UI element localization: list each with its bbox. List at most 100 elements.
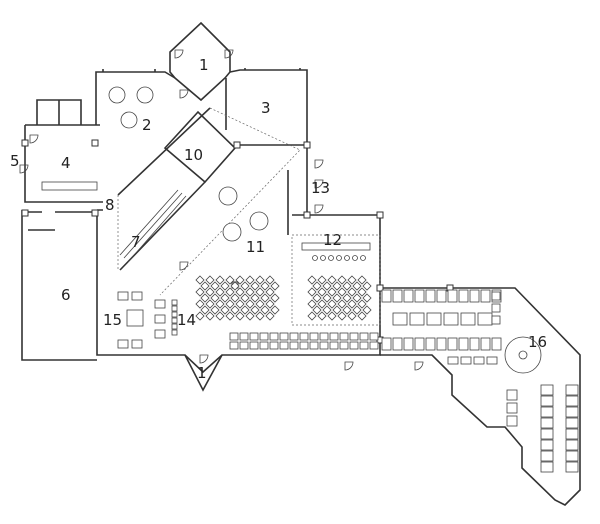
- chair: [491, 315, 501, 325]
- diamond-table: [195, 299, 205, 309]
- diamond-table: [195, 287, 205, 297]
- table-pair: [540, 417, 554, 429]
- diamond-table: [352, 293, 362, 303]
- door-swing: [174, 49, 184, 59]
- chair: [249, 332, 259, 341]
- chair: [491, 291, 501, 301]
- diamond-table: [270, 293, 280, 303]
- booth-seat: [414, 289, 425, 303]
- booth-seat: [469, 337, 480, 351]
- column: [91, 139, 99, 147]
- stool: [171, 323, 178, 330]
- lounge-chair: [154, 299, 166, 309]
- diamond-table: [260, 281, 270, 291]
- diamond-table: [270, 281, 280, 291]
- door-swing: [414, 361, 424, 371]
- table-pair: [426, 312, 442, 326]
- booth-seat: [458, 337, 469, 351]
- door-swing: [314, 179, 324, 189]
- diamond-table: [195, 275, 205, 285]
- column: [91, 209, 99, 217]
- room-label-2: 2: [142, 116, 152, 134]
- diamond-table: [342, 293, 352, 303]
- diamond-table: [220, 281, 230, 291]
- diamond-table: [215, 287, 225, 297]
- diamond-table: [342, 281, 352, 291]
- diamond-table: [322, 305, 332, 315]
- diamond-table: [200, 293, 210, 303]
- booth-seat: [392, 289, 403, 303]
- room-label-14: 14: [177, 311, 196, 329]
- chair: [329, 341, 339, 350]
- chair: [319, 332, 329, 341]
- diamond-table: [205, 311, 215, 321]
- round-table: [136, 86, 154, 104]
- chair: [279, 341, 289, 350]
- diamond-table: [307, 275, 317, 285]
- diamond-table: [240, 293, 250, 303]
- diamond-table: [347, 287, 357, 297]
- room-12-area: [291, 234, 381, 326]
- diamond-table: [312, 305, 322, 315]
- diamond-table: [195, 311, 205, 321]
- table-pair: [540, 395, 554, 407]
- door-swing: [29, 134, 39, 144]
- chair: [269, 332, 279, 341]
- stool: [171, 299, 178, 306]
- booth-seat: [447, 337, 458, 351]
- diamond-table: [265, 311, 275, 321]
- table-pair: [540, 384, 554, 396]
- booth-seat: [403, 337, 414, 351]
- bar-stool: [360, 255, 366, 261]
- diamond-table: [312, 293, 322, 303]
- diamond-table: [245, 311, 255, 321]
- room-labels: 1 2 3 4 5 6 7 8 10 11 12 13 14 15 16 1: [10, 56, 547, 382]
- diamond-table: [265, 275, 275, 285]
- room-label-7: 7: [131, 233, 141, 251]
- table-pair: [540, 450, 554, 462]
- room-label-16: 16: [528, 333, 547, 351]
- chair: [309, 341, 319, 350]
- diamond-table: [312, 281, 322, 291]
- east-wing-walls: [380, 287, 581, 506]
- lounge-chair: [117, 291, 129, 301]
- diamond-table: [235, 311, 245, 321]
- diamond-table: [347, 311, 357, 321]
- lounge-table: [126, 309, 144, 327]
- booth-seat: [425, 289, 436, 303]
- column: [21, 139, 29, 147]
- diamond-table: [332, 293, 342, 303]
- lounge-chair: [154, 314, 166, 324]
- bar-stool: [320, 255, 326, 261]
- diamond-table: [255, 287, 265, 297]
- diamond-table: [205, 287, 215, 297]
- chair: [229, 341, 239, 350]
- chair: [349, 332, 359, 341]
- booth-seat: [447, 289, 458, 303]
- round-tables: [108, 86, 542, 374]
- diamond-table: [307, 311, 317, 321]
- column: [376, 211, 384, 219]
- bar-stool: [344, 255, 350, 261]
- room-label-5: 5: [10, 152, 20, 170]
- diamond-table: [362, 305, 372, 315]
- diamond-table: [215, 311, 225, 321]
- column: [303, 141, 311, 149]
- table-pair: [540, 439, 554, 451]
- chair: [259, 341, 269, 350]
- round-table: [108, 86, 126, 104]
- diamond-table: [215, 299, 225, 309]
- table-pair: [409, 312, 425, 326]
- diamond-table: [230, 293, 240, 303]
- table-pair: [540, 428, 554, 440]
- diamond-table: [235, 299, 245, 309]
- room-label-8: 8: [105, 196, 115, 214]
- chair: [349, 341, 359, 350]
- diamond-table: [235, 287, 245, 297]
- booth-seat: [506, 389, 518, 401]
- chair: [491, 303, 501, 313]
- counter-room-12: [301, 242, 371, 251]
- diamond-table: [307, 299, 317, 309]
- diamond-table: [210, 281, 220, 291]
- chair: [309, 332, 319, 341]
